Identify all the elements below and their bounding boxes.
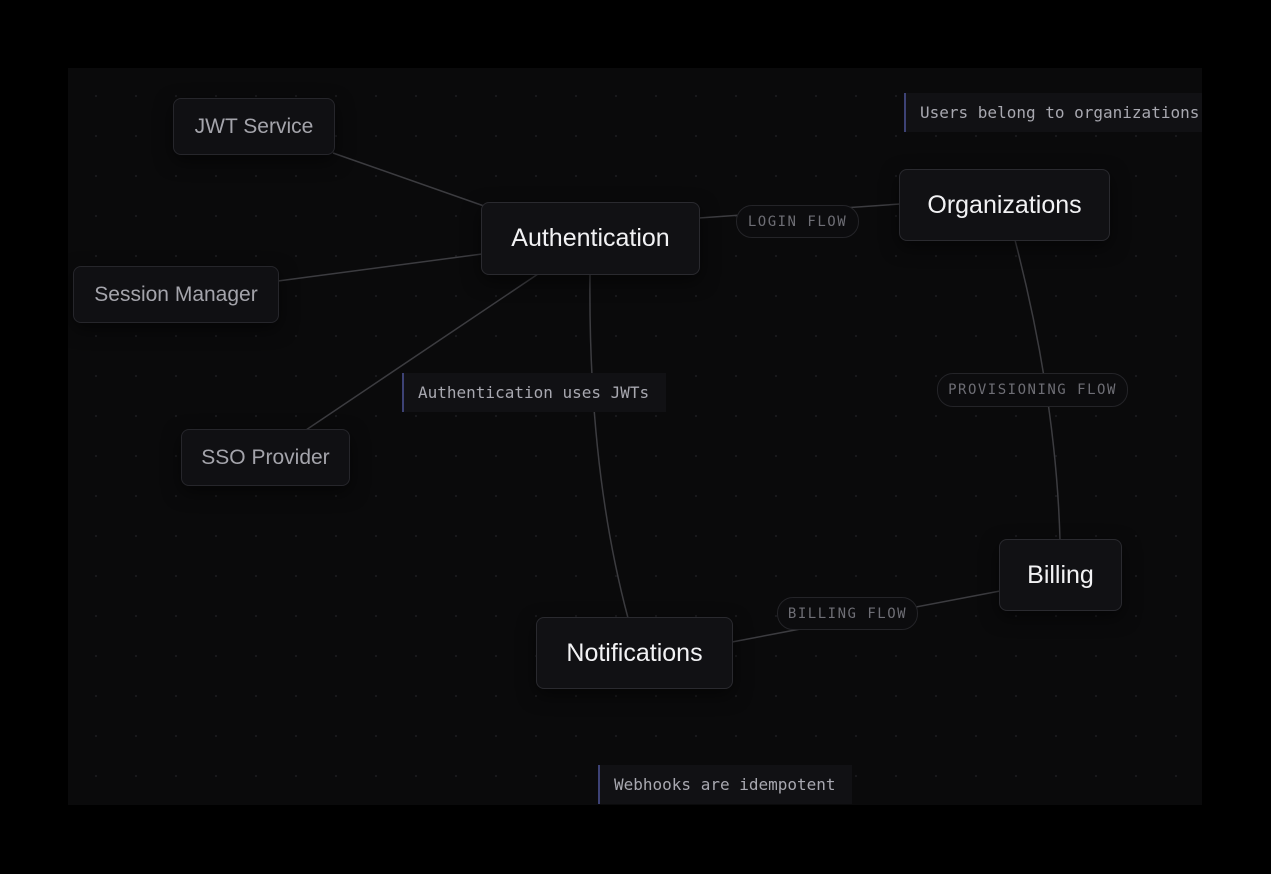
- node-sso-provider[interactable]: SSO Provider: [181, 429, 350, 486]
- node-notifications[interactable]: Notifications: [536, 617, 733, 689]
- node-session-manager[interactable]: Session Manager: [73, 266, 279, 323]
- edge-label-billing-flow: BILLING FLOW: [777, 597, 918, 630]
- note-webhooks: Webhooks are idempotent: [598, 765, 852, 804]
- node-label: SSO Provider: [201, 445, 330, 469]
- node-billing[interactable]: Billing: [999, 539, 1122, 611]
- node-label: Organizations: [927, 190, 1082, 219]
- edge-label-provisioning-flow: PROVISIONING FLOW: [937, 373, 1128, 407]
- edge-auth-session: [277, 253, 483, 282]
- edge-auth-sso: [305, 273, 539, 431]
- edge-auth-notifications: [589, 273, 629, 619]
- node-organizations[interactable]: Organizations: [899, 169, 1110, 241]
- diagram-canvas[interactable]: JWT Service Session Manager SSO Provider…: [68, 68, 1202, 805]
- note-users-orgs: Users belong to organizations: [904, 93, 1202, 132]
- node-label: Billing: [1027, 560, 1094, 589]
- note-auth-jwt: Authentication uses JWTs: [402, 373, 666, 412]
- node-jwt-service[interactable]: JWT Service: [173, 98, 335, 155]
- edge-auth-jwt: [332, 152, 485, 207]
- node-label: JWT Service: [194, 114, 314, 138]
- edge-label-login-flow: LOGIN FLOW: [736, 205, 859, 238]
- node-label: Notifications: [566, 638, 703, 667]
- node-label: Authentication: [511, 224, 670, 252]
- node-label: Session Manager: [94, 282, 258, 306]
- node-authentication[interactable]: Authentication: [481, 202, 700, 275]
